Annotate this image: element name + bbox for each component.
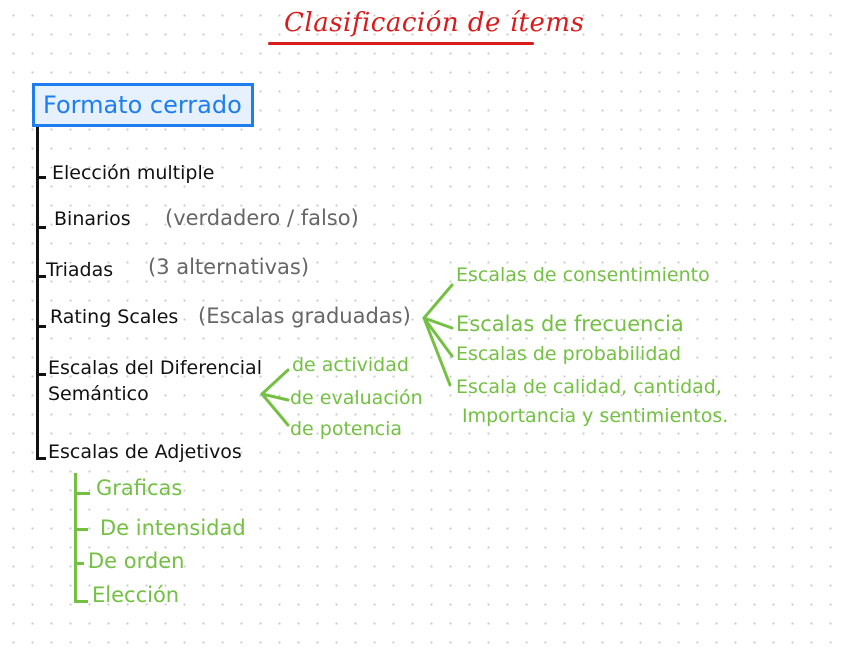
item-escalas-adjetivos: Escalas de Adjetivos bbox=[48, 441, 242, 463]
item-rating-scales-note: (Escalas graduadas) bbox=[198, 304, 411, 328]
diferencial-child-potencia: de potencia bbox=[290, 418, 403, 440]
rating-child-calidad: Escala de calidad, cantidad, bbox=[456, 376, 722, 398]
item-binarios-note: (verdadero / falso) bbox=[165, 206, 359, 230]
branch-connector bbox=[36, 176, 46, 179]
branch-connector bbox=[36, 373, 46, 376]
branch-connector bbox=[36, 226, 46, 229]
rating-child-frecuencia: Escalas de frecuencia bbox=[456, 312, 684, 336]
main-trunk-line bbox=[36, 127, 39, 460]
adjetivos-connector bbox=[74, 600, 88, 603]
adjetivos-child-eleccion: Elección bbox=[92, 583, 180, 607]
branch-connector bbox=[36, 457, 46, 460]
rating-child-importancia: Importancia y sentimientos. bbox=[462, 405, 729, 427]
branch-connector bbox=[36, 275, 46, 278]
item-triadas-note: (3 alternativas) bbox=[148, 255, 310, 279]
title-underline bbox=[268, 42, 534, 45]
adjetivos-connector bbox=[74, 492, 90, 495]
item-binarios: Binarios bbox=[54, 208, 131, 230]
adjetivos-child-orden: De orden bbox=[88, 549, 185, 573]
diferencial-child-evaluacion: de evaluación bbox=[290, 387, 423, 409]
item-diferencial-semantico-line2: Semántico bbox=[48, 383, 149, 405]
adjetivos-child-intensidad: De intensidad bbox=[100, 516, 246, 540]
page-title: Clasificación de ítems bbox=[284, 8, 585, 38]
branch-connector bbox=[36, 325, 46, 328]
item-rating-scales: Rating Scales bbox=[50, 306, 179, 328]
root-node-formato-cerrado: Formato cerrado bbox=[32, 83, 254, 127]
item-triadas: Triadas bbox=[46, 259, 114, 281]
item-eleccion-multiple: Elección multiple bbox=[52, 162, 215, 184]
adjetivos-trunk-line bbox=[74, 473, 77, 603]
diferencial-child-actividad: de actividad bbox=[292, 354, 409, 376]
item-diferencial-semantico: Escalas del Diferencial bbox=[48, 357, 262, 379]
adjetivos-child-graficas: Graficas bbox=[96, 476, 183, 500]
rating-child-probabilidad: Escalas de probabilidad bbox=[456, 343, 682, 365]
adjetivos-connector bbox=[74, 528, 88, 531]
rating-child-consentimiento: Escalas de consentimiento bbox=[456, 264, 710, 286]
adjetivos-connector bbox=[74, 562, 84, 565]
